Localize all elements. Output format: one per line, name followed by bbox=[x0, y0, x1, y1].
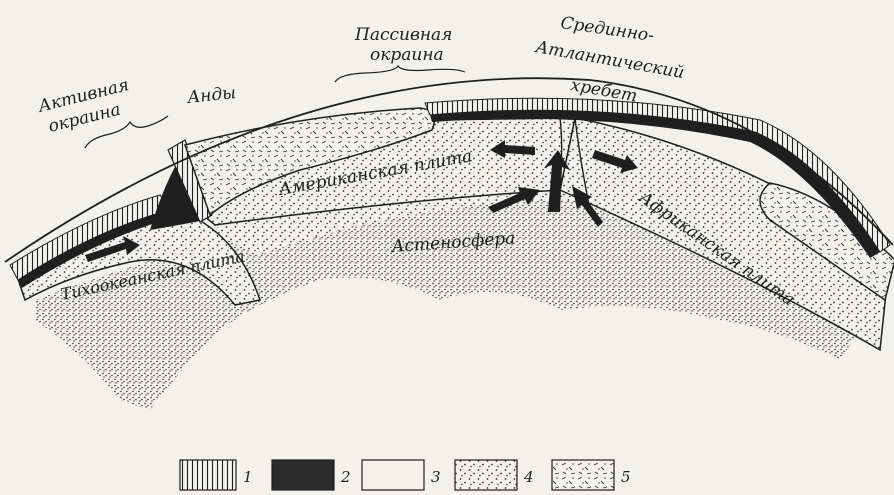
legend-swatch-solid-black bbox=[272, 460, 334, 490]
legend-number: 2 bbox=[340, 468, 351, 486]
legend-number: 1 bbox=[243, 468, 253, 486]
legend-swatch-dash-texture bbox=[552, 460, 614, 490]
legend-item-4: 4 bbox=[455, 460, 534, 490]
legend-swatch-stipple bbox=[455, 460, 517, 490]
legend-swatch-vertical-hatch bbox=[180, 460, 236, 490]
legend-item-3: 3 bbox=[362, 460, 441, 490]
legend-number: 4 bbox=[523, 468, 534, 486]
legend-number: 5 bbox=[621, 468, 631, 486]
legend-number: 3 bbox=[431, 468, 441, 486]
andes-label: Анды bbox=[185, 83, 237, 108]
legend-swatch-blank bbox=[362, 460, 424, 490]
ridge-label-2: Атлантический bbox=[533, 37, 686, 83]
passive-margin-label-1: Пассивная bbox=[354, 25, 452, 45]
legend: 1 2 3 4 5 bbox=[180, 460, 631, 490]
passive-margin-brace bbox=[335, 66, 465, 82]
legend-item-1: 1 bbox=[180, 460, 253, 490]
passive-margin-label-2: окраина bbox=[370, 45, 444, 65]
legend-item-5: 5 bbox=[552, 460, 631, 490]
legend-item-2: 2 bbox=[272, 460, 351, 490]
ridge-label-1: Срединно- bbox=[559, 13, 655, 46]
